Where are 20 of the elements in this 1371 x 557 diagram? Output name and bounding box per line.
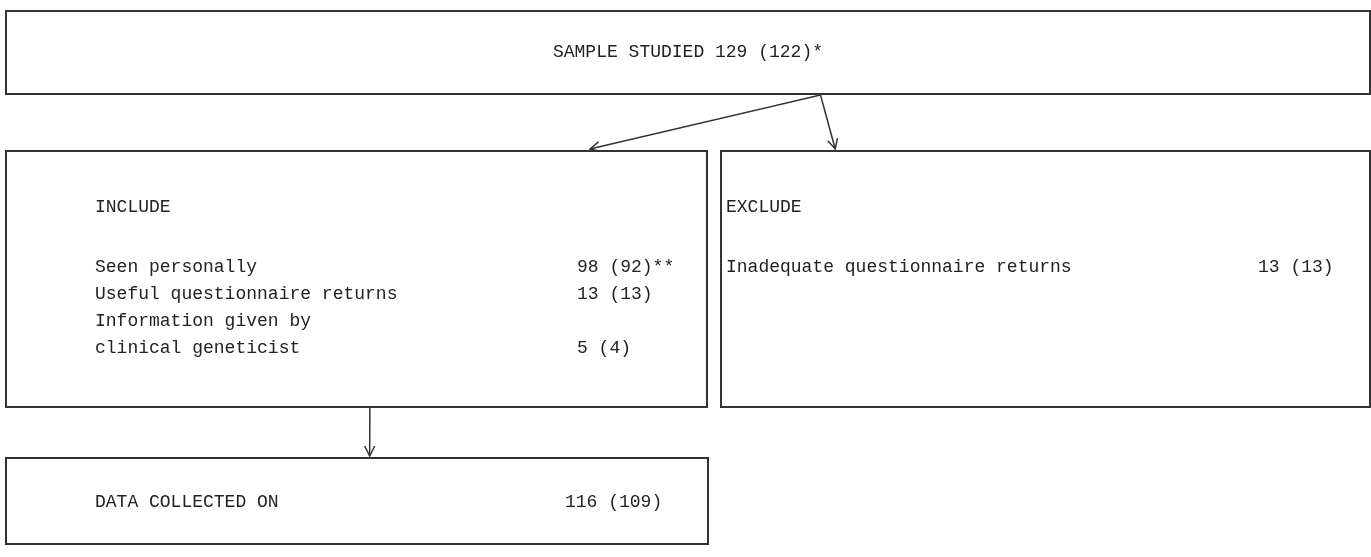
- process-box: [720, 150, 1371, 408]
- count: 98 (92)**: [577, 256, 675, 279]
- heading: INCLUDE: [95, 196, 171, 219]
- heading: EXCLUDE: [726, 196, 802, 219]
- row-label: Inadequate questionnaire returns: [726, 256, 1072, 279]
- heading: SAMPLE STUDIED 129 (122)*: [551, 41, 824, 64]
- count: 116 (109): [565, 491, 663, 514]
- count: 13 (13): [1258, 256, 1334, 279]
- heading: DATA COLLECTED ON: [95, 491, 279, 514]
- arrow: [819, 94, 839, 150]
- row-label: Seen personally: [95, 256, 258, 279]
- count: 5 (4): [577, 337, 631, 360]
- arrow: [363, 407, 376, 457]
- row-label: Information given by clinical geneticist: [95, 310, 313, 360]
- process-box: [5, 457, 709, 545]
- process-box: [5, 10, 1371, 95]
- process-box: [5, 150, 708, 408]
- count: 13 (13): [577, 283, 653, 306]
- arrow: [589, 94, 822, 153]
- row-label: Useful questionnaire returns: [95, 283, 398, 306]
